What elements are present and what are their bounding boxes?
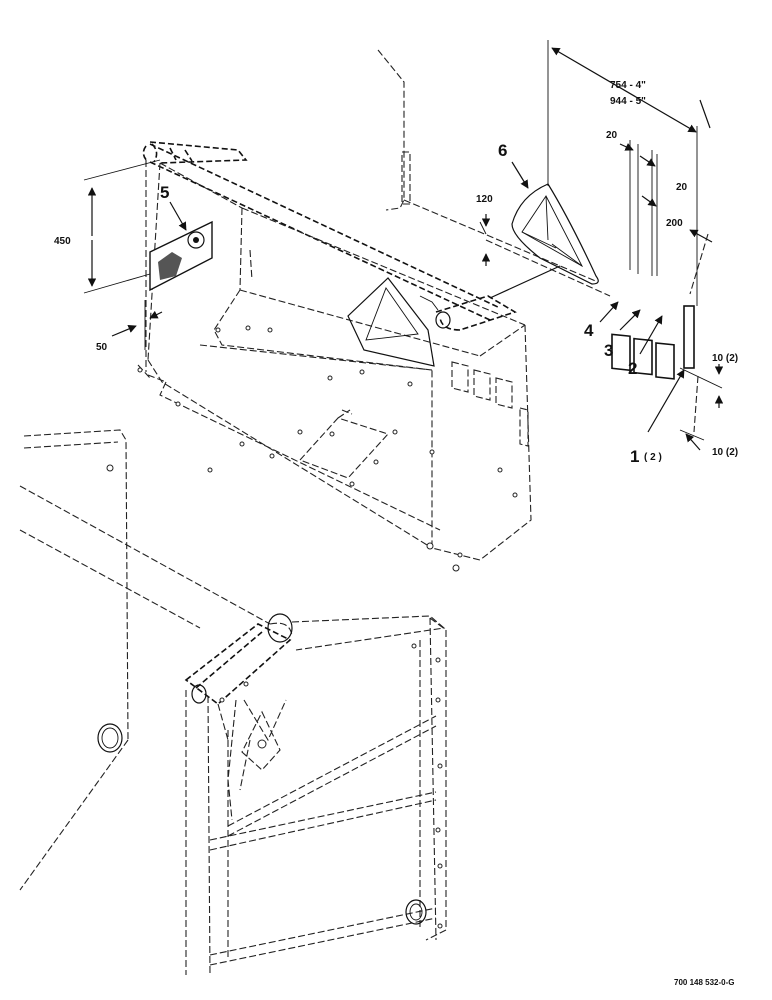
lower-frame-holes bbox=[243, 643, 443, 929]
lower-left-hole bbox=[106, 464, 114, 472]
lower-main-frame bbox=[185, 617, 447, 976]
lower-left-panel bbox=[19, 429, 129, 891]
lower-left-port bbox=[97, 723, 123, 753]
dim-450: 450 bbox=[54, 236, 71, 247]
callout-leaders bbox=[169, 161, 685, 433]
dim-10-lower: 10 (2) bbox=[712, 447, 738, 458]
upper-shield-assembly bbox=[137, 49, 599, 572]
dimension-lines bbox=[83, 40, 724, 451]
callout-4: 4 bbox=[584, 321, 594, 340]
lower-hinge-top bbox=[291, 615, 446, 651]
callout-3: 3 bbox=[604, 341, 613, 360]
decal-2 bbox=[655, 342, 675, 380]
upper-panel-holes bbox=[137, 325, 518, 572]
dim-944: 944 - 5" bbox=[610, 96, 646, 107]
dim-20-top: 20 bbox=[606, 130, 618, 141]
lower-shield-assembly bbox=[19, 429, 447, 976]
dim-754: 754 - 4" bbox=[610, 80, 646, 91]
callout-2: 2 bbox=[628, 359, 637, 378]
exploded-decals bbox=[511, 183, 695, 380]
upper-floor-pad bbox=[299, 409, 389, 479]
upper-panel-outline bbox=[147, 162, 532, 561]
upper-left-hinge bbox=[149, 141, 248, 164]
drawing-number: 700 148 532-0-G bbox=[674, 978, 735, 987]
lower-hinge-knob bbox=[267, 613, 293, 643]
upper-top-tube bbox=[142, 143, 501, 321]
decal-4 bbox=[611, 333, 631, 372]
lower-hinge-arm bbox=[184, 623, 292, 706]
upper-back-frame bbox=[377, 49, 599, 283]
lower-frame-rails bbox=[227, 640, 421, 960]
upper-right-hinge-knob bbox=[435, 311, 451, 329]
lower-pivot-knob bbox=[191, 684, 207, 704]
dim-120: 120 bbox=[476, 194, 493, 205]
dim-10-upper: 10 (2) bbox=[712, 353, 738, 364]
upper-panel-inner bbox=[159, 289, 526, 531]
decal-1 bbox=[683, 305, 695, 369]
decal-3 bbox=[633, 337, 653, 376]
upper-panel-recess bbox=[137, 160, 253, 379]
callout-5: 5 bbox=[160, 183, 169, 202]
decal-5 bbox=[149, 220, 213, 292]
dimension-labels: 754 - 4" 944 - 5" 20 20 200 120 450 50 1… bbox=[54, 80, 738, 458]
dim-50: 50 bbox=[96, 342, 108, 353]
dim-200: 200 bbox=[666, 218, 683, 229]
lower-long-tube bbox=[19, 485, 293, 637]
upper-back-slot bbox=[401, 151, 411, 205]
mounted-smv-emblem bbox=[347, 277, 439, 367]
dim-20-lower: 20 bbox=[676, 182, 688, 193]
callout-1: 1 bbox=[630, 447, 639, 466]
callout-labels: 6 5 4 3 2 1 ( 2 ) bbox=[160, 141, 662, 466]
decal-6-smv bbox=[511, 183, 599, 285]
callout-6: 6 bbox=[498, 141, 507, 160]
callout-1-qty: ( 2 ) bbox=[644, 452, 662, 463]
lower-right-port bbox=[405, 899, 427, 925]
upper-side-windows bbox=[451, 361, 529, 447]
